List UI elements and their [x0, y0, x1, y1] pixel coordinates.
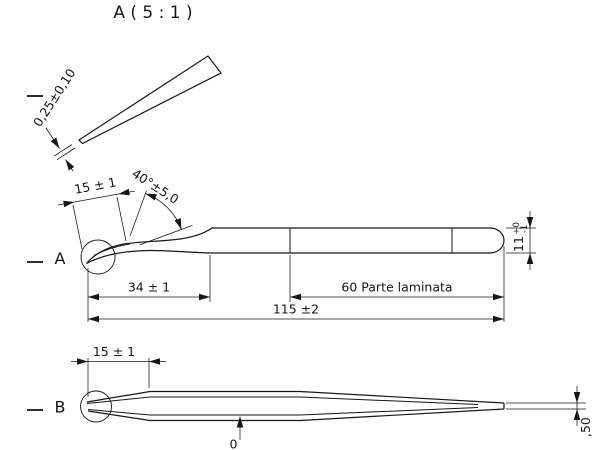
- dim-end-thickness: ,50: [506, 386, 593, 437]
- dim-top-tip-length: 15 ± 1: [71, 344, 166, 397]
- dim-tip-thickness: 0,25±0,10: [30, 66, 79, 130]
- angle-arc: [145, 193, 182, 230]
- detail-a-callout-label: A: [55, 249, 66, 268]
- side-view: A 15 ± 1 40°±5,0 34 ± 1: [55, 166, 536, 323]
- extension-line: [116, 196, 127, 242]
- lower-arm-outer-edge: [87, 408, 505, 422]
- lower-arm-inner-edge: [87, 407, 479, 416]
- detail-view-a: 0,25±0,10: [30, 55, 222, 172]
- dim-arrow: [57, 200, 75, 208]
- upper-arm-outer-edge: [86, 390, 505, 404]
- height-value: 11: [511, 236, 526, 252]
- detail-view-title: A ( 5 : 1 ): [113, 3, 192, 23]
- frame-centering-marks: [27, 95, 43, 411]
- dim-side-tip-length: 15 ± 1: [57, 174, 136, 250]
- dim-text-total: 115 ±2: [273, 302, 319, 317]
- detail-b-callout-circle: [80, 390, 112, 423]
- dim-arrow: [65, 159, 75, 172]
- dim-arrow: [45, 127, 60, 149]
- dim-text-laminated: 60 Parte laminata: [341, 280, 452, 295]
- dim-text-height: 11+0-1: [511, 222, 530, 252]
- dim-text-34: 34 ± 1: [128, 280, 170, 295]
- angle-ray: [139, 225, 193, 246]
- dim-text-gap: 0: [230, 437, 238, 450]
- dim-tip-to-grip: 34 ± 1: [87, 255, 211, 322]
- angle-ray: [129, 190, 147, 237]
- dim-arm-gap: 0: [230, 416, 244, 450]
- dim-text-tip-angle: 40°±5,0: [129, 166, 181, 207]
- height-tol-lower: -1: [520, 225, 530, 233]
- top-view: B 15 ± 1 0 ,50: [55, 344, 593, 450]
- dim-text-top-tip-length: 15 ± 1: [93, 344, 135, 359]
- dim-body-height: 11+0-1: [506, 211, 536, 270]
- tip-wedge-outline: [78, 55, 222, 145]
- dim-text-end-thickness: ,50: [578, 417, 593, 437]
- tweezers-side-outline: [86, 227, 505, 265]
- dimension-line: [74, 193, 119, 203]
- detail-b-callout-label: B: [55, 398, 66, 417]
- dim-tip-angle: 40°±5,0: [129, 166, 193, 246]
- upper-arm-inner-edge: [86, 396, 479, 405]
- extension-line: [53, 144, 73, 157]
- extension-line: [56, 147, 76, 161]
- dim-total-length: 115 ±2: [88, 302, 504, 323]
- extension-line: [72, 204, 83, 250]
- height-tol-upper: +0: [512, 222, 522, 235]
- dim-arrow: [118, 188, 136, 196]
- dim-laminated-part: 60 Parte laminata: [289, 246, 505, 322]
- dim-text-tip-length: 15 ± 1: [73, 174, 117, 196]
- detail-a-callout-circle: [80, 239, 116, 275]
